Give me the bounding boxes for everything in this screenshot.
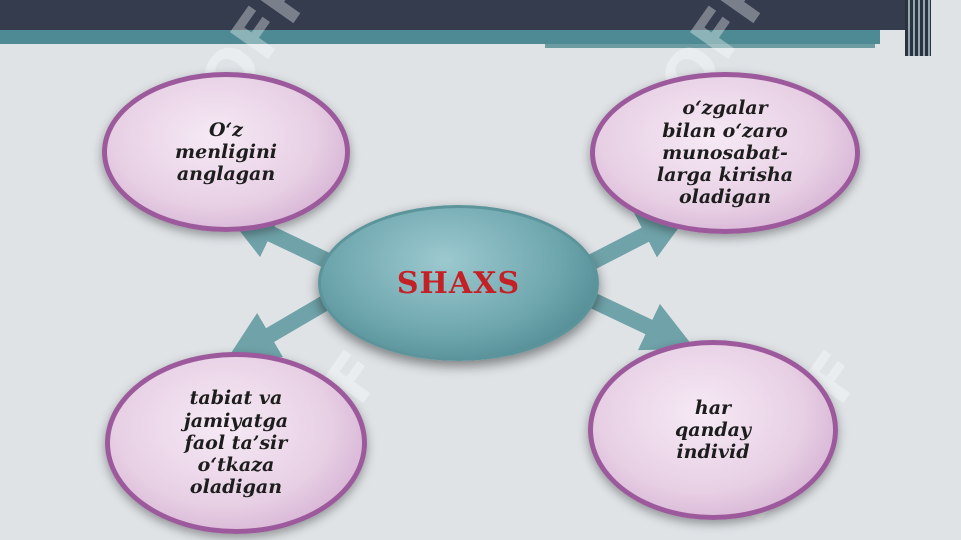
banner-stripes <box>905 0 931 56</box>
header-banner <box>0 0 961 56</box>
banner-teal-bar <box>0 30 880 44</box>
bubble-top-right: o‘zgalar bilan o‘zaro munosabat- larga k… <box>590 72 860 234</box>
bubble-top-left: O‘z menligini anglagan <box>102 72 350 232</box>
bubble-bottom-right: har qanday individ <box>588 340 838 520</box>
center-label: SHAXS <box>396 265 521 301</box>
bubble-bottom-right-text: har qanday individ <box>674 396 752 464</box>
center-node: SHAXS <box>318 205 599 361</box>
banner-dark-bar <box>0 0 925 30</box>
arrow-to-bottom-right <box>588 292 696 351</box>
arrow-to-top-left <box>224 210 334 270</box>
arrow-to-bottom-left <box>225 293 335 361</box>
banner-accent-line <box>545 44 875 48</box>
bubble-bottom-left-text: tabiat va jamiyatga faol ta’sir o‘tkaza … <box>183 387 289 499</box>
bubble-top-right-text: o‘zgalar bilan o‘zaro munosabat- larga k… <box>656 97 794 209</box>
bubble-top-left-text: O‘z menligini anglagan <box>175 118 277 186</box>
bubble-bottom-left: tabiat va jamiyatga faol ta’sir o‘tkaza … <box>105 352 367 534</box>
arrow-to-top-right <box>588 211 691 270</box>
